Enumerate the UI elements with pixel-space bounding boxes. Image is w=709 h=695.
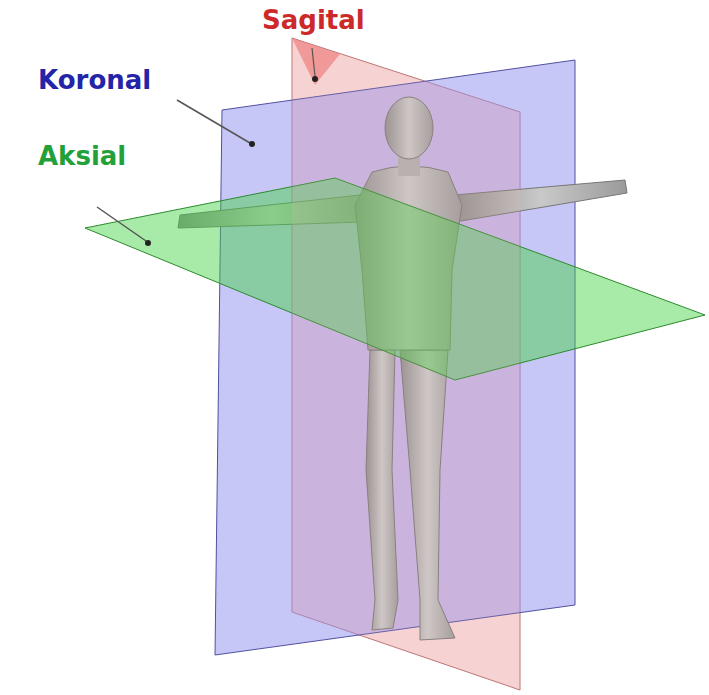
plane-label: Sagital bbox=[262, 6, 365, 35]
leader-dot bbox=[249, 141, 255, 147]
leader-line bbox=[312, 48, 315, 76]
leader-line bbox=[177, 100, 250, 143]
leader-dot bbox=[312, 76, 318, 82]
plane-label: Koronal bbox=[38, 66, 151, 95]
plane-label: Aksial bbox=[38, 142, 126, 171]
leader-dot bbox=[145, 240, 151, 246]
sagittal-plane-front bbox=[292, 38, 520, 690]
leader-line bbox=[97, 207, 146, 241]
sagittal-plane bbox=[292, 38, 520, 690]
